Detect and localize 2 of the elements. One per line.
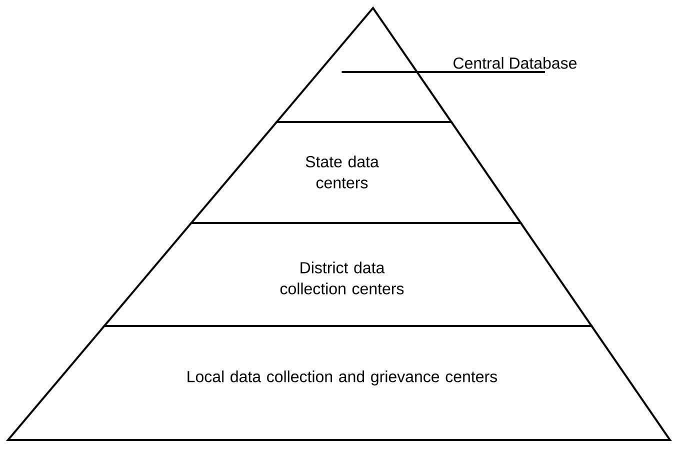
label-text: Central Database	[454, 57, 577, 69]
leader-line	[342, 71, 545, 73]
